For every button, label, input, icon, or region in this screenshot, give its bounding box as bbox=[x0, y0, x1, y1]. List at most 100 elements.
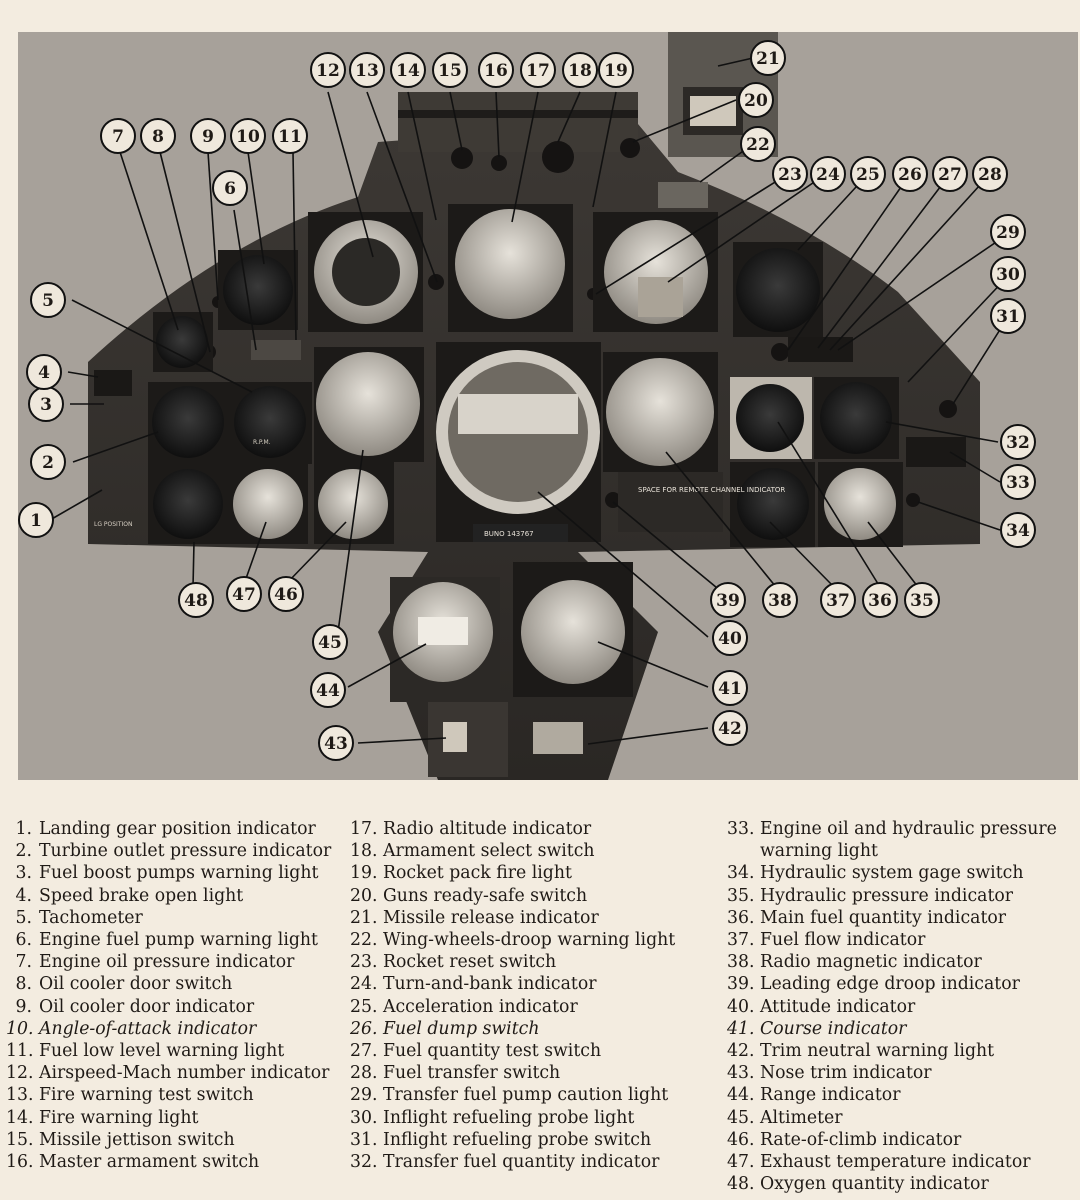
callout-number: 20 bbox=[744, 91, 768, 111]
callout-number: 29 bbox=[996, 223, 1020, 243]
callout-number: 11 bbox=[278, 127, 302, 147]
leader-lines bbox=[49, 57, 1009, 745]
legend-item-number: 2. bbox=[15, 841, 33, 862]
callout-number: 21 bbox=[756, 49, 780, 69]
callout-number: 16 bbox=[484, 61, 508, 81]
callout-5: 5 bbox=[30, 282, 66, 318]
legend-item-number: 37. bbox=[727, 930, 755, 951]
callout-number: 9 bbox=[202, 127, 214, 147]
callout-14: 14 bbox=[390, 52, 426, 88]
legend-item-label: Attitude indicator bbox=[760, 996, 916, 1017]
callout-2: 2 bbox=[30, 444, 66, 480]
legend-item-label: Main fuel quantity indicator bbox=[760, 907, 1007, 928]
callout-number: 13 bbox=[355, 61, 379, 81]
callout-number: 25 bbox=[856, 165, 880, 185]
legend-item: 16.Master armament switch bbox=[6, 1151, 356, 1173]
callout-12: 12 bbox=[310, 52, 346, 88]
callout-11: 11 bbox=[272, 118, 308, 154]
legend-item-label: Hydraulic system gage switch bbox=[760, 863, 1024, 884]
legend-item-number: 12. bbox=[6, 1063, 34, 1084]
legend-item: 4.Speed brake open light bbox=[6, 885, 356, 907]
callout-28: 28 bbox=[972, 156, 1008, 192]
legend-item-label: Transfer fuel pump caution light bbox=[383, 1085, 669, 1106]
legend-item-label: Radio magnetic indicator bbox=[760, 952, 982, 973]
callout-number: 7 bbox=[112, 127, 124, 147]
legend-item: 37.Fuel flow indicator bbox=[727, 929, 1077, 951]
legend-item-label: Guns ready-safe switch bbox=[383, 885, 588, 906]
callout-29: 29 bbox=[990, 214, 1026, 250]
legend-item-number: 25. bbox=[350, 996, 378, 1017]
legend-item-label: Transfer fuel quantity indicator bbox=[383, 1152, 660, 1173]
legend-item-label: Speed brake open light bbox=[39, 885, 244, 906]
legend-item-number: 15. bbox=[6, 1129, 34, 1150]
legend-item-label: Angle-of-attack indicator bbox=[39, 1018, 257, 1039]
legend-item-label: Missile jettison switch bbox=[39, 1129, 235, 1150]
legend-item: 45.Altimeter bbox=[727, 1107, 1077, 1129]
legend-item: 25.Acceleration indicator bbox=[350, 996, 730, 1018]
legend-item: 29.Transfer fuel pump caution light bbox=[350, 1084, 730, 1106]
callout-47: 47 bbox=[226, 576, 262, 612]
legend-item-label: Engine oil pressure indicator bbox=[39, 952, 295, 973]
callout-number: 10 bbox=[236, 127, 260, 147]
legend-item-number: 28. bbox=[350, 1063, 378, 1084]
legend-item-label: Oil cooler door indicator bbox=[39, 996, 255, 1017]
legend-item-number: 3. bbox=[15, 863, 33, 884]
legend-item: 12.Airspeed-Mach number indicator bbox=[6, 1062, 356, 1084]
callout-number: 12 bbox=[316, 61, 340, 81]
legend-item-number: 23. bbox=[350, 952, 378, 973]
callout-37: 37 bbox=[820, 582, 856, 618]
lg-position-placard: LG POSITION bbox=[94, 521, 132, 528]
buno-placard: BUNO 143767 bbox=[484, 530, 534, 538]
legend-item-number: 20. bbox=[350, 885, 378, 906]
legend-item-number: 36. bbox=[727, 907, 755, 928]
legend-item: 17.Radio altitude indicator bbox=[350, 818, 730, 840]
callout-8: 8 bbox=[140, 118, 176, 154]
callout-30: 30 bbox=[990, 256, 1026, 292]
legend-item: 5.Tachometer bbox=[6, 907, 356, 929]
legend-item: 46.Rate-of-climb indicator bbox=[727, 1129, 1077, 1151]
legend-item-number: 31. bbox=[350, 1129, 378, 1150]
legend-item-label: Trim neutral warning light bbox=[760, 1041, 995, 1062]
legend-item-label: Range indicator bbox=[760, 1085, 901, 1106]
callout-48: 48 bbox=[178, 582, 214, 618]
callout-number: 14 bbox=[396, 61, 420, 81]
callout-number: 8 bbox=[152, 127, 164, 147]
callout-34: 34 bbox=[1000, 512, 1036, 548]
callout-number: 4 bbox=[38, 363, 50, 383]
legend-item: 42.Trim neutral warning light bbox=[727, 1040, 1077, 1062]
legend-item: 35.Hydraulic pressure indicator bbox=[727, 885, 1077, 907]
callout-17: 17 bbox=[520, 52, 556, 88]
legend-item: 13.Fire warning test switch bbox=[6, 1084, 356, 1106]
callout-number: 15 bbox=[438, 61, 462, 81]
callout-18: 18 bbox=[562, 52, 598, 88]
legend-item-number: 22. bbox=[350, 930, 378, 951]
legend-item-number: 7. bbox=[15, 952, 33, 973]
legend-item-label: Inflight refueling probe switch bbox=[383, 1129, 652, 1150]
legend-item: 47.Exhaust temperature indicator bbox=[727, 1151, 1077, 1173]
gauges: R.P.M. SPACE FOR REMOTE CHANNEL I bbox=[94, 204, 966, 777]
callout-number: 41 bbox=[718, 679, 742, 699]
legend-item: 9.Oil cooler door indicator bbox=[6, 996, 356, 1018]
legend-item: 36.Main fuel quantity indicator bbox=[727, 907, 1077, 929]
legend-item-number: 13. bbox=[6, 1085, 34, 1106]
legend-item-number: 42. bbox=[727, 1041, 755, 1062]
callout-24: 24 bbox=[810, 156, 846, 192]
legend-item-number: 19. bbox=[350, 863, 378, 884]
callout-25: 25 bbox=[850, 156, 886, 192]
legend-item-label: Exhaust temperature indicator bbox=[760, 1152, 1031, 1173]
callout-number: 2 bbox=[42, 453, 54, 473]
legend-item-label: Oxygen quantity indicator bbox=[760, 1174, 989, 1195]
callout-43: 43 bbox=[318, 725, 354, 761]
callout-number: 27 bbox=[938, 165, 962, 185]
legend-item: 43.Nose trim indicator bbox=[727, 1062, 1077, 1084]
legend-item-number: 24. bbox=[350, 974, 378, 995]
callout-36: 36 bbox=[862, 582, 898, 618]
legend-item: 33.Engine oil and hydraulic pressure war… bbox=[727, 818, 1077, 862]
callout-number: 34 bbox=[1006, 521, 1030, 541]
legend-item-label: Wing-wheels-droop warning light bbox=[383, 930, 676, 951]
legend-item-label: Airspeed-Mach number indicator bbox=[39, 1063, 330, 1084]
callout-number: 26 bbox=[898, 165, 922, 185]
legend-item-number: 34. bbox=[727, 863, 755, 884]
